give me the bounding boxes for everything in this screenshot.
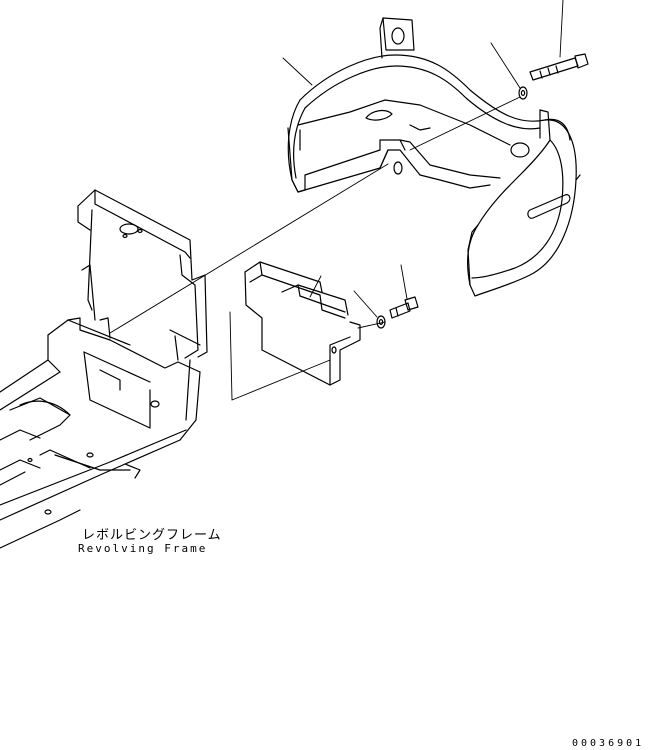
counterweight-bolt (530, 54, 588, 80)
counterweight-washer (519, 87, 527, 99)
frame-label-japanese: レボルビングフレーム (82, 528, 222, 543)
assembly-guides (110, 97, 520, 400)
frame-label-english: Revolving Frame (78, 542, 208, 555)
leader-lines (283, 0, 563, 317)
counterweight (288, 18, 580, 296)
cover-plate (245, 262, 360, 385)
revolving-frame (0, 190, 207, 548)
cover-bolt (390, 297, 418, 318)
figure-number: 00036901 (572, 738, 645, 749)
